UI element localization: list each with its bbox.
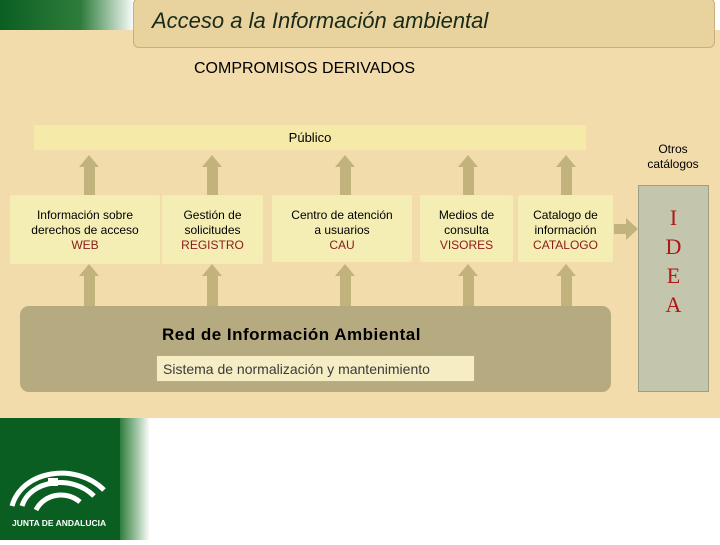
arrow-up-icon	[556, 264, 576, 276]
normalizacion-label: Sistema de normalización y mantenimiento	[163, 361, 430, 377]
arrow-up-icon	[458, 264, 478, 276]
box-registro-line2: solicitudes	[184, 223, 241, 237]
bottom-gradient-stripe	[120, 418, 150, 540]
arrow-up-icon	[79, 155, 99, 167]
idea-letter-a: A	[665, 292, 682, 317]
box-cau: Centro de atención a usuarios CAU	[272, 195, 412, 262]
box-visores-line1: Medios de	[438, 208, 495, 222]
arrow-up-icon	[335, 264, 355, 276]
arrow-right-stem	[614, 224, 628, 234]
arrow-up-icon	[79, 264, 99, 276]
box-registro-line1: Gestión de	[183, 208, 242, 222]
box-registro-acronym: REGISTRO	[181, 238, 244, 252]
idea-letter-e: E	[666, 263, 681, 288]
publico-label: Público	[288, 130, 332, 145]
arrow-stem	[207, 167, 218, 195]
otros-catalogos-label: Otros catálogos	[647, 142, 699, 171]
normalizacion-box	[156, 355, 475, 382]
arrow-up-icon	[335, 155, 355, 167]
arrow-stem	[340, 276, 351, 307]
idea-column	[638, 185, 709, 392]
logo-text: JUNTA DE ANDALUCIA	[12, 518, 106, 528]
top-left-green-bar	[0, 0, 135, 32]
box-registro: Gestión de solicitudes REGISTRO	[162, 195, 263, 264]
box-web: Información sobre derechos de acceso WEB	[10, 195, 160, 264]
box-cau-line2: a usuarios	[314, 223, 370, 237]
title-box	[133, 0, 715, 48]
box-visores: Medios de consulta VISORES	[420, 195, 513, 262]
arrow-stem	[207, 276, 218, 307]
idea-letter-i: I	[669, 205, 678, 230]
arrow-up-icon	[202, 155, 222, 167]
junta-logo-icon: JUNTA DE ANDALUCIA	[9, 470, 106, 528]
arrow-right-icon	[626, 218, 638, 240]
box-visores-line2: consulta	[444, 223, 489, 237]
arrow-stem	[340, 167, 351, 195]
arrow-up-icon	[202, 264, 222, 276]
box-visores-acronym: VISORES	[439, 238, 494, 252]
arrow-stem	[84, 276, 95, 307]
box-catalogo: Catalogo de información CATALOGO	[518, 195, 613, 262]
arrow-stem	[463, 167, 474, 195]
box-web-acronym: WEB	[71, 238, 99, 252]
box-catalogo-line1: Catalogo de	[533, 208, 598, 222]
page-title: Acceso a la Información ambiental	[152, 8, 489, 33]
idea-letter-d: D	[665, 234, 682, 259]
page-subtitle: COMPROMISOS DERIVADOS	[194, 60, 416, 77]
arrow-stem	[84, 167, 95, 195]
box-web-line1: Información sobre	[36, 208, 134, 222]
arrow-stem	[561, 276, 572, 307]
box-catalogo-line2: información	[534, 223, 597, 237]
arrow-up-icon	[458, 155, 478, 167]
arrow-up-icon	[556, 155, 576, 167]
red-informacion-title: Red de Información Ambiental	[162, 325, 421, 344]
box-cau-line1: Centro de atención	[291, 208, 393, 222]
arrow-stem	[463, 276, 474, 307]
box-cau-acronym: CAU	[329, 238, 355, 252]
logo-panel: JUNTA DE ANDALUCIA	[0, 418, 135, 540]
box-web-line2: derechos de acceso	[31, 223, 139, 237]
box-catalogo-acronym: CATALOGO	[533, 238, 598, 252]
publico-bar	[34, 125, 586, 150]
arrow-stem	[561, 167, 572, 195]
